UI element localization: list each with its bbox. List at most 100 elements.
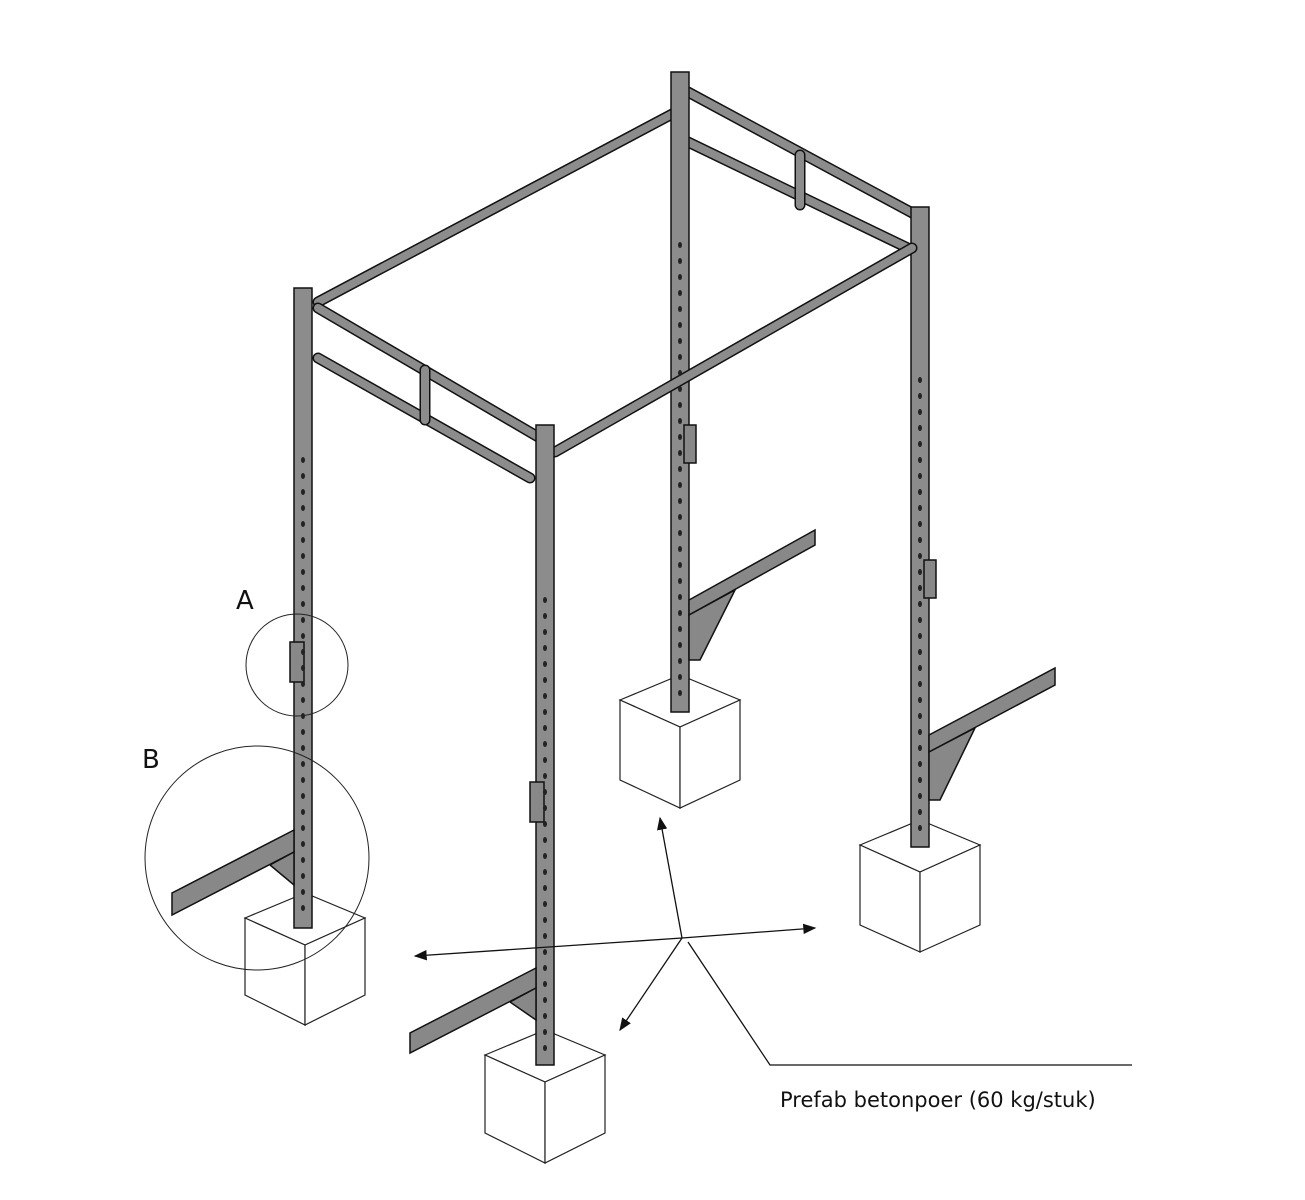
post-hole [678,402,682,408]
detail-circle-b [144,745,370,971]
post-hole [918,601,922,607]
leader-line [687,941,1132,1066]
post-hole [678,338,682,344]
post-hole [678,626,682,632]
post-hole [301,857,305,863]
post-hole [678,274,682,280]
post-hole [918,521,922,527]
post-hole [678,450,682,456]
arm-front-left [171,828,295,917]
detail-circle-a [245,613,349,717]
post-hole [918,377,922,383]
post-hole [543,741,547,747]
post-hole [543,981,547,987]
post-holes [301,242,922,1051]
post-hole [301,617,305,623]
post-hole [543,597,547,603]
post-hole [918,393,922,399]
post-hole [543,693,547,699]
post-hole [543,757,547,763]
post-hole [918,489,922,495]
j-hooks [289,424,937,823]
post-hole [918,697,922,703]
post-hole [543,725,547,731]
post-hole [301,601,305,607]
post-hole [301,905,305,911]
post-hole [678,322,682,328]
post-hole [918,617,922,623]
post-hole [678,434,682,440]
post-hole [918,441,922,447]
post-hole [301,521,305,527]
post-hole [543,965,547,971]
post-hole [918,553,922,559]
post-hole [301,505,305,511]
post-hole [678,562,682,568]
post-hole [678,674,682,680]
arm-back [688,528,816,661]
post-hole [543,901,547,907]
post-hole [678,642,682,648]
post-hole [543,661,547,667]
post-hole [678,514,682,520]
post-hole [678,594,682,600]
post-hole [301,537,305,543]
post-hole [301,489,305,495]
post-hole [678,258,682,264]
post-hole [301,569,305,575]
post-hole [918,681,922,687]
post-hole [543,1029,547,1035]
post-hole [918,633,922,639]
post-hole [543,773,547,779]
post-hole [918,777,922,783]
post-hole [678,690,682,696]
post-hole [543,709,547,715]
post-hole [301,729,305,735]
post-hole [301,761,305,767]
post-hole [543,837,547,843]
post-hole [543,1045,547,1051]
post-hole [301,665,305,671]
post-hole [678,482,682,488]
post-hole [543,629,547,635]
post-hole [918,569,922,575]
post-hole [301,873,305,879]
post-hole [301,745,305,751]
post-hole [678,610,682,616]
post-hole [678,578,682,584]
post-hole [678,290,682,296]
concrete-block-right [858,819,982,953]
post-hole [678,418,682,424]
post-hole [918,585,922,591]
post-hole [678,498,682,504]
callout-label-b: B [142,745,160,775]
post-hole [543,949,547,955]
post-hole [543,645,547,651]
post-hole [543,869,547,875]
post-hole [301,809,305,815]
post-hole [918,537,922,543]
post-hole [678,386,682,392]
post-hole [301,553,305,559]
post-hole [918,809,922,815]
post-hole [301,473,305,479]
post-hole [918,665,922,671]
post-hole [301,649,305,655]
post-hole [301,697,305,703]
post-hole [918,457,922,463]
top-rails [312,86,922,308]
post-hole [918,825,922,831]
front-rails [312,242,918,484]
post-hole [543,821,547,827]
post-hole [918,793,922,799]
post-hole [301,777,305,783]
post-hole [678,370,682,376]
post-front-left [293,287,313,929]
post-hole [301,889,305,895]
post-hole [918,745,922,751]
post-hole [918,409,922,415]
post-hole [678,658,682,664]
post-hole [918,649,922,655]
post-hole [543,789,547,795]
post-hole [918,761,922,767]
